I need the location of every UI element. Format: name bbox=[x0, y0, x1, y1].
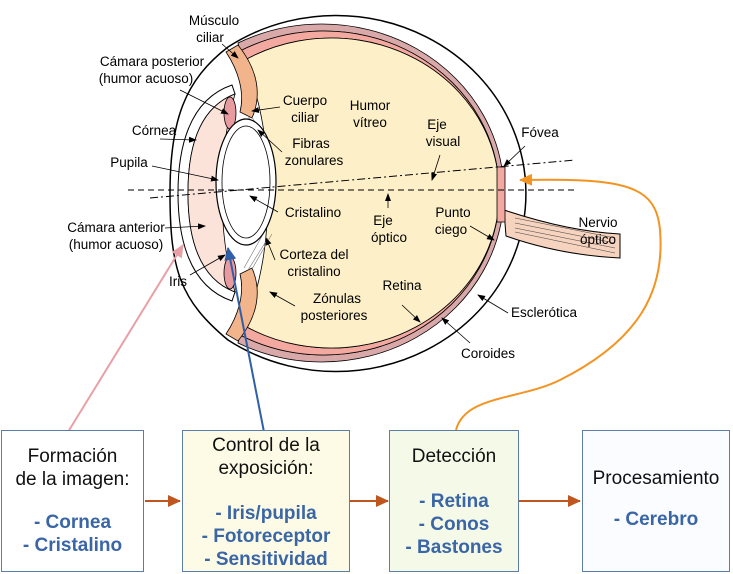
ciliary-body-lower bbox=[225, 267, 258, 342]
label-esclerotica: Esclerótica bbox=[511, 305, 578, 320]
label-retina: Retina bbox=[382, 278, 422, 293]
arrow-detection-to-retina bbox=[455, 173, 662, 431]
stage-box-detection: Detección - Retina- Conos- Bastones bbox=[389, 430, 519, 572]
label-iris: Iris bbox=[169, 274, 187, 289]
label-camara-posterior: Cámara posterior(humor acuoso) bbox=[99, 54, 205, 86]
stage-title: Procesamiento bbox=[592, 468, 720, 489]
optic-nerve-fibers bbox=[514, 217, 616, 254]
label-cornea: Córnea bbox=[132, 123, 177, 138]
label-camara-anterior: Cámara anterior(humor acuoso) bbox=[67, 220, 165, 252]
arrow-formation-to-cornea bbox=[67, 244, 184, 433]
label-coroides: Coroides bbox=[461, 346, 515, 361]
lens bbox=[221, 125, 271, 239]
stage-items: - Iris/pupila- Fotoreceptor- Sensitivida… bbox=[201, 503, 331, 570]
ciliary-body-upper bbox=[225, 44, 258, 119]
arrow-exposure-to-iris bbox=[224, 247, 265, 433]
stage-items: - Cerebro bbox=[613, 509, 699, 530]
label-fovea: Fóvea bbox=[521, 125, 559, 140]
stage-items: - Cornea- Cristalino bbox=[22, 512, 123, 556]
optic-nerve bbox=[503, 209, 621, 259]
stage-title: Detección bbox=[411, 446, 497, 467]
fovea bbox=[496, 166, 506, 223]
label-cristalino: Cristalino bbox=[285, 205, 341, 220]
stage-box-processing: Procesamiento - Cerebro bbox=[582, 430, 730, 572]
label-pupila: Pupila bbox=[110, 155, 148, 170]
stage-items: - Retina- Conos- Bastones bbox=[405, 491, 503, 558]
